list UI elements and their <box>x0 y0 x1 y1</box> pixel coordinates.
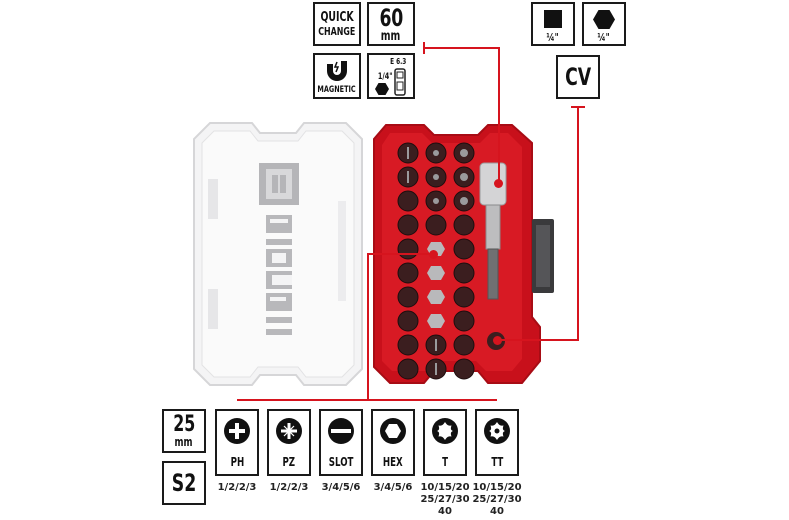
quick-change-line2: CHANGE <box>318 25 356 38</box>
hexagon-icon <box>593 10 615 29</box>
callout-line-bits-v <box>367 253 369 401</box>
torx-tamper-icon <box>484 418 510 444</box>
drive-standard-label: E 6.3 <box>389 57 406 66</box>
square-drive-badge: ¼" <box>531 2 575 46</box>
bit-type-label: SLOT <box>328 455 354 469</box>
callout-dot-cv <box>493 336 502 345</box>
quick-change-line1: QUICK <box>320 10 354 25</box>
callout-line-bits-h <box>368 253 432 255</box>
bit-sizes-pz: 1/2/2/3 <box>269 482 309 493</box>
bit-type-torx: T <box>423 409 467 476</box>
s2-material-label: S2 <box>171 469 197 497</box>
bit-type-hex: HEX <box>371 409 415 476</box>
bit-type-label: HEX <box>383 455 403 469</box>
bit-type-ph: PH <box>215 409 259 476</box>
bit-type-torx-tamper: TT <box>475 409 519 476</box>
bit-sizes-ph: 1/2/2/3 <box>217 482 257 493</box>
holder-length-badge: 60 mm <box>367 2 415 46</box>
bit-length-badge: 25 mm <box>162 409 206 453</box>
callout-dot-bits <box>429 250 438 259</box>
callout-line-cv-h <box>499 339 579 341</box>
holder-length-unit: mm <box>381 28 401 44</box>
hex-drive-label: ¼" <box>597 31 611 44</box>
bit-tray-image <box>373 124 554 384</box>
callout-dot-holder <box>494 179 503 188</box>
phillips-icon <box>224 418 250 444</box>
bit-length-unit: mm <box>174 435 193 449</box>
bit-type-label: PH <box>230 455 244 469</box>
bit-sizes-hex: 3/4/5/6 <box>373 482 413 493</box>
torx-icon <box>432 418 458 444</box>
bit-type-label: PZ <box>282 455 296 469</box>
callout-line-cv-v <box>577 106 579 341</box>
drive-size-label: 1/4" <box>377 72 393 82</box>
brand-wordmark <box>266 215 292 335</box>
cv-material-badge: CV <box>556 55 600 99</box>
callout-line-holder-v <box>498 47 500 185</box>
square-icon <box>544 10 562 28</box>
bit-shank-icon <box>394 68 406 96</box>
cv-material-label: CV <box>564 63 592 91</box>
bit-type-label: T <box>442 455 448 469</box>
bit-type-slot: SLOT <box>319 409 363 476</box>
hex-drive-badge: ¼" <box>582 2 626 46</box>
callout-line-holder-h <box>424 47 500 49</box>
bit-type-pz: PZ <box>267 409 311 476</box>
bit-sizes-torx-tamper: 10/15/20 25/27/30 40 <box>472 482 522 517</box>
magnet-icon <box>327 61 347 81</box>
clear-lid-image <box>193 122 363 386</box>
s2-material-badge: S2 <box>162 461 206 505</box>
hex-socket-icon <box>380 418 406 444</box>
holder-length-value: 60 <box>379 3 403 32</box>
slotted-icon <box>328 418 354 444</box>
magnetic-badge: MAGNETIC <box>313 53 361 99</box>
bit-sizes-torx: 10/15/20 25/27/30 40 <box>420 482 470 517</box>
bit-sizes-slot: 3/4/5/6 <box>321 482 361 493</box>
callout-line-bits-bottom <box>237 399 497 401</box>
bit-type-label: TT <box>491 455 503 469</box>
pozidriv-icon <box>276 418 302 444</box>
bit-length-value: 25 <box>172 412 196 437</box>
magnetic-label: MAGNETIC <box>317 85 357 95</box>
quick-change-badge: QUICK CHANGE <box>313 2 361 46</box>
square-drive-label: ¼" <box>546 31 560 44</box>
hex-shank-icon <box>375 83 389 95</box>
drive-standard-badge: E 6.3 1/4" <box>367 53 415 99</box>
